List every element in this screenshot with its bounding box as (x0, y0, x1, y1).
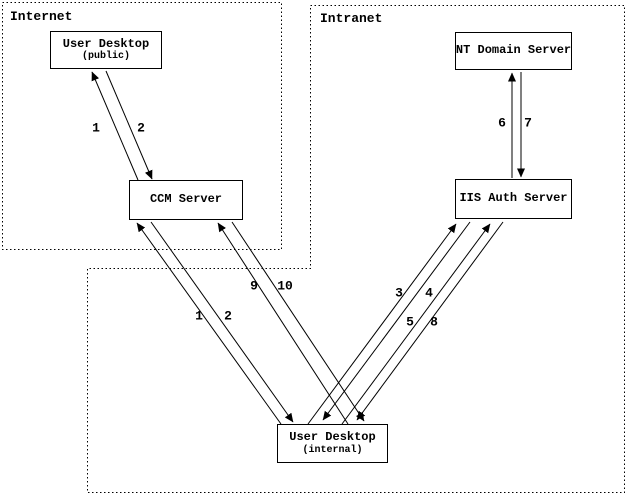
edge-label-4: 4 (425, 285, 433, 301)
node-user-desktop-internal: User Desktop (internal) (277, 424, 388, 463)
node-title: User Desktop (62, 36, 150, 51)
arrow-4-iis-to-internal-desktop (322, 221, 471, 421)
arrow-5-internal-desktop-to-iis (341, 223, 491, 425)
edge-label-2-public: 2 (137, 120, 145, 136)
edge-label-3: 3 (395, 285, 403, 301)
arrow-2-public-desktop-to-ccm (105, 70, 153, 180)
node-title: CCM Server (149, 192, 222, 207)
edge-label-10: 10 (277, 278, 293, 294)
arrow-1-internal-desktop-to-ccm (136, 222, 282, 425)
arrow-8-iis-to-internal-desktop (356, 221, 504, 421)
edge-label-9: 9 (250, 278, 258, 294)
edge-label-7: 7 (524, 115, 532, 131)
arrow-3-internal-desktop-to-iis (307, 223, 457, 425)
edge-label-5: 5 (406, 314, 414, 330)
node-ccm-server: CCM Server (129, 180, 243, 220)
arrow-2-ccm-to-internal-desktop (150, 221, 294, 423)
node-title: NT Domain Server (455, 43, 572, 58)
intranet-region-label: Intranet (320, 11, 383, 26)
intranet-region-border (87, 5, 625, 493)
edge-label-8: 8 (430, 314, 438, 330)
node-title: User Desktop (289, 430, 376, 445)
arrow-10-ccm-to-internal-desktop (231, 221, 365, 422)
edge-label-6: 6 (498, 115, 506, 131)
arrow-1-ccm-to-public-desktop (91, 71, 139, 181)
internet-region-label: Internet (10, 9, 73, 24)
node-title: IIS Auth Server (459, 191, 568, 206)
arrow-9-internal-desktop-to-ccm (217, 222, 349, 425)
node-user-desktop-public: User Desktop (public) (50, 31, 162, 69)
node-subtitle: (public) (81, 51, 130, 63)
internet-region-border (2, 2, 282, 250)
edge-label-1-internal: 1 (195, 308, 203, 324)
node-nt-domain-server: NT Domain Server (455, 32, 572, 70)
edge-label-2-internal: 2 (224, 308, 232, 324)
node-iis-auth-server: IIS Auth Server (455, 179, 572, 219)
edge-label-1-public: 1 (92, 120, 100, 136)
node-subtitle: (internal) (302, 444, 363, 456)
